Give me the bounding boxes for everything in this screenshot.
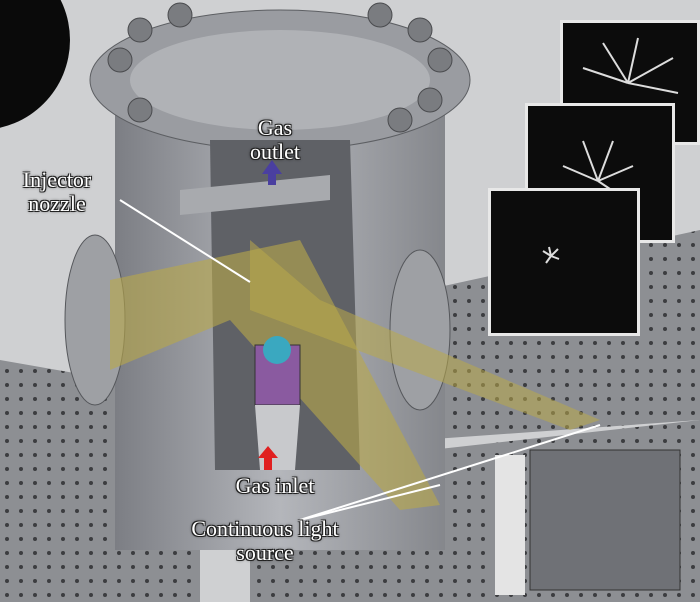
light-source-line2: source bbox=[236, 540, 294, 565]
gas-inlet-label: Gas inlet bbox=[235, 473, 315, 498]
right-window-flange bbox=[389, 249, 451, 411]
light-source-line1: Continuous light bbox=[191, 516, 339, 541]
light-beam-right bbox=[250, 240, 600, 430]
light-source-housing bbox=[529, 449, 681, 591]
gas-outlet-label: Gas outlet bbox=[235, 116, 315, 164]
spray-image-early bbox=[488, 188, 640, 336]
dark-circle bbox=[0, 0, 70, 128]
gas-outlet-line1: Gas bbox=[257, 115, 293, 140]
injector-nozzle-label: Injector nozzle bbox=[2, 168, 112, 216]
injector-nozzle-line1: Injector bbox=[22, 167, 92, 192]
light-source-label: Continuous light source bbox=[165, 517, 365, 565]
gas-inlet-arrow bbox=[258, 446, 278, 470]
light-pointer-2 bbox=[299, 424, 601, 521]
bolts bbox=[107, 2, 453, 133]
light-pointer-1 bbox=[299, 484, 441, 521]
gas-outlet-arrow bbox=[262, 160, 282, 185]
gas-outlet-line2: outlet bbox=[249, 139, 301, 164]
light-beam-left bbox=[110, 240, 440, 510]
injector-nozzle-line2: nozzle bbox=[28, 191, 86, 216]
injector-pointer bbox=[119, 199, 251, 283]
